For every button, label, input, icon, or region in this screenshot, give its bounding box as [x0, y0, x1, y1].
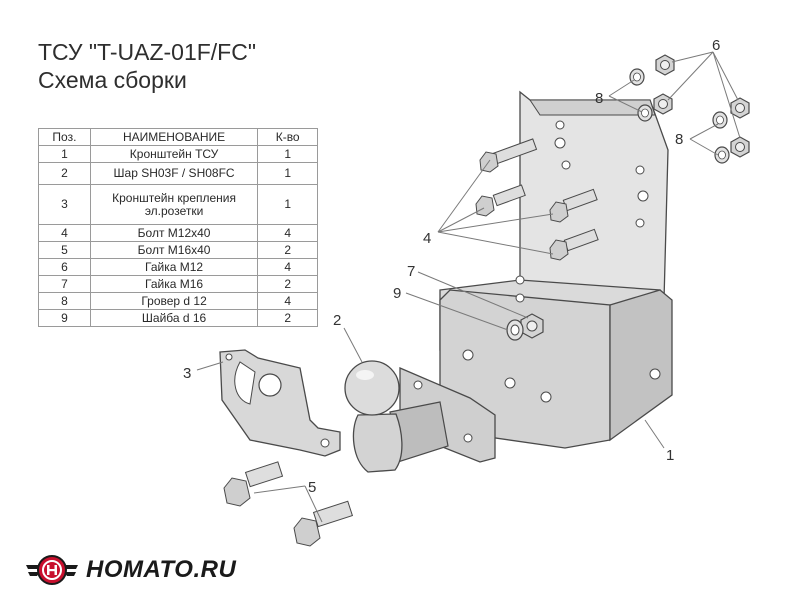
cell-name: Шайба d 16: [89, 309, 259, 327]
callout-7: 7: [407, 263, 415, 280]
callout-9: 9: [393, 285, 401, 302]
table-row: 3 Кронштейн крепления эл.розетки 1: [38, 184, 318, 225]
diagram-title: ТСУ "T-UAZ-01F/FC" Схема сборки: [38, 38, 256, 94]
callout-3: 3: [183, 365, 191, 382]
cell-name: Болт М16х40: [89, 241, 259, 259]
brand-logo-text: HOMATO.RU: [86, 556, 237, 583]
grower-washer: [637, 104, 653, 122]
callout-4: 4: [423, 230, 431, 247]
cell-name: Гровер d 12: [89, 292, 259, 310]
bolt-m12: [549, 188, 598, 223]
table-row: 8 Гровер d 12 4: [38, 292, 318, 310]
table-row: 5 Болт М16х40 2: [38, 241, 318, 259]
bolt-m16: [223, 461, 284, 507]
winged-badge-icon: [26, 555, 78, 585]
table-row: 9 Шайба d 16 2: [38, 309, 318, 327]
nut-m16: [520, 313, 544, 339]
table-header-row: Поз. НАИМЕНОВАНИЕ К-во: [38, 128, 318, 146]
cell-pos: 9: [38, 309, 91, 327]
callout-2: 2: [333, 312, 341, 329]
cell-qty: 2: [257, 309, 318, 327]
bolt-m12: [475, 184, 526, 217]
brand-logo: HOMATO.RU: [24, 549, 236, 591]
callout-8-lower: 8: [675, 131, 683, 148]
grower-washer: [629, 68, 645, 86]
bolts-m12: [475, 138, 599, 261]
table-row: 7 Гайка М16 2: [38, 275, 318, 293]
title-line-subtitle: Схема сборки: [38, 67, 187, 93]
cell-name: Кронштейн крепления эл.розетки: [89, 184, 259, 225]
nut-m12: [730, 97, 750, 119]
table-row: 6 Гайка М12 4: [38, 258, 318, 276]
title-line-model: ТСУ "T-UAZ-01F/FC": [38, 39, 257, 65]
callout-6: 6: [712, 37, 720, 54]
nut-m12: [653, 93, 673, 115]
cell-qty: 1: [257, 184, 318, 225]
table-row: 2 Шар SH03F / SH08FC 1: [38, 162, 318, 185]
bolt-m12: [549, 228, 599, 261]
table-row: 4 Болт М12х40 4: [38, 224, 318, 242]
leader-lines: [196, 51, 741, 523]
nut-m12: [655, 54, 675, 76]
washer-d16: [506, 319, 524, 341]
nut-m12: [730, 136, 750, 158]
cell-name: Шар SH03F / SH08FC: [89, 162, 259, 185]
socket-bracket: [219, 349, 341, 457]
bolt-m16: [293, 500, 354, 547]
bolts-m16: [223, 461, 354, 547]
header-pos: Поз.: [38, 128, 91, 146]
tow-ball: [344, 360, 496, 473]
header-name: НАИМЕНОВАНИЕ: [89, 128, 259, 146]
nuts-m12: [653, 54, 750, 158]
callout-8-upper: 8: [595, 90, 603, 107]
parts-table: Поз. НАИМЕНОВАНИЕ К-во 1 Кронштейн ТСУ 1…: [38, 128, 318, 327]
main-bracket: [439, 90, 673, 449]
cell-pos: 3: [38, 184, 91, 225]
callout-1: 1: [666, 447, 674, 464]
callout-5: 5: [308, 479, 316, 496]
